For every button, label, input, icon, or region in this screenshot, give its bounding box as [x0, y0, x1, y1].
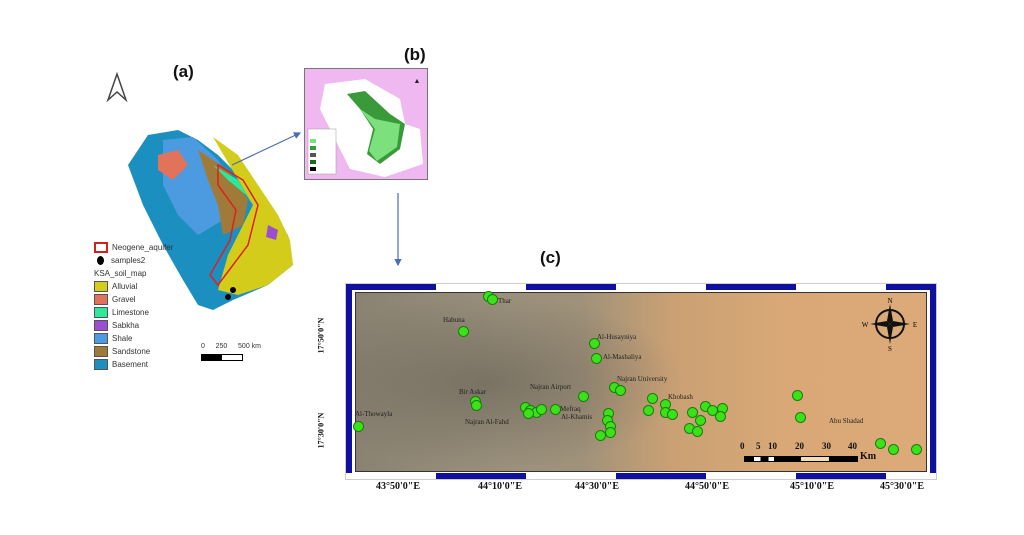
- sample-point: [589, 338, 600, 349]
- town-label: Thar: [498, 297, 512, 305]
- scale-tick: 20: [795, 441, 804, 451]
- sample-point: [911, 444, 922, 455]
- lon-tick: 45°10'0"E: [790, 481, 834, 492]
- compass-rose-icon: N S W E: [862, 297, 917, 352]
- scale-bar-a: [201, 354, 243, 361]
- legend-title: KSA_soil_map: [94, 269, 147, 278]
- sample-point: [487, 294, 498, 305]
- soil-legend: Neogene_aquifer samples2 KSA_soil_map Al…: [94, 241, 173, 371]
- legend-samples: samples2: [111, 256, 146, 265]
- legend-item: Alluvial: [94, 280, 173, 293]
- legend-item: Limestone: [94, 306, 173, 319]
- sample-point: [888, 444, 899, 455]
- sample-point: [458, 326, 469, 337]
- svg-text:N: N: [887, 297, 892, 305]
- town-label: Najran Airport: [530, 383, 572, 391]
- panel-label-c: (c): [540, 248, 561, 267]
- scale-tick: 0: [740, 441, 745, 451]
- legend-swatch: [94, 346, 108, 357]
- sample-point: [667, 409, 678, 420]
- town-label: Al-Khamis: [561, 413, 593, 421]
- legend-aquifer: Neogene_aquifer: [112, 243, 174, 252]
- legend-swatch: [94, 333, 108, 344]
- ksa-soil-map: [128, 130, 293, 310]
- town-label: Bir Askar: [459, 388, 487, 396]
- svg-text:E: E: [913, 321, 917, 329]
- legend-item: Sabkha: [94, 319, 173, 332]
- legend-swatch: [94, 307, 108, 318]
- sample-point: [536, 404, 547, 415]
- satellite-map: [355, 292, 927, 472]
- sample-point: [471, 400, 482, 411]
- legend-item: Shale: [94, 332, 173, 345]
- svg-text:S: S: [888, 345, 892, 352]
- scale-tick: 40: [848, 441, 857, 451]
- north-arrow-icon: [106, 72, 128, 102]
- sample-point: [647, 393, 658, 404]
- sample-point: [578, 391, 589, 402]
- scale-bar-c: [744, 456, 858, 462]
- sample-point: [692, 426, 703, 437]
- svg-text:W: W: [862, 321, 869, 329]
- legend-swatch: [94, 294, 108, 305]
- panel-label-a: (a): [173, 62, 194, 81]
- legend-swatch: [94, 359, 108, 370]
- sample-point: [695, 415, 706, 426]
- town-label: Al-Thowayla: [355, 410, 393, 418]
- legend-item: Gravel: [94, 293, 173, 306]
- town-label: Abu Shadad: [829, 417, 864, 425]
- town-label: Mefraq: [560, 405, 581, 413]
- town-label: Najran University: [617, 375, 668, 383]
- sample-point: [715, 411, 726, 422]
- sample-point: [605, 427, 616, 438]
- lat-tick: 17°30'0"N: [316, 412, 326, 449]
- lon-tick: 44°30'0"E: [575, 481, 619, 492]
- legend-item: Basement: [94, 358, 173, 371]
- lon-tick: 43°50'0"E: [376, 481, 420, 492]
- sample-point: [643, 405, 654, 416]
- town-label: Al-Husayniya: [597, 333, 637, 341]
- sample-point: [792, 390, 803, 401]
- lon-tick: 45°30'0"E: [880, 481, 924, 492]
- legend-item: Sandstone: [94, 345, 173, 358]
- lat-tick: 17°50'0"N: [316, 317, 326, 354]
- sample-point: [875, 438, 886, 449]
- arabia-aquifer-map: ▲: [304, 68, 428, 180]
- legend-swatch: [94, 320, 108, 331]
- lon-tick: 44°10'0"E: [478, 481, 522, 492]
- scale-tick: 30: [822, 441, 831, 451]
- town-label: Al-Mashaliya: [603, 353, 642, 361]
- sample-point: [550, 404, 561, 415]
- sample-point: [615, 385, 626, 396]
- town-label: Najran Al-Fahd: [465, 418, 509, 426]
- town-label: Khobash: [668, 393, 693, 401]
- scale-unit: Km: [860, 451, 877, 462]
- north-arrow-b-icon: ▲: [414, 77, 421, 85]
- town-label: Habuna: [443, 316, 465, 324]
- lon-tick: 44°50'0"E: [685, 481, 729, 492]
- sample-point: [523, 408, 534, 419]
- sample-marker: [230, 287, 236, 293]
- sample-point: [795, 412, 806, 423]
- sample-point: [353, 421, 364, 432]
- panel-label-b: (b): [404, 45, 426, 64]
- scale-tick: 5: [756, 441, 761, 451]
- sample-point: [591, 353, 602, 364]
- sample-point: [687, 407, 698, 418]
- scale-tick: 10: [768, 441, 777, 451]
- legend-swatch: [94, 281, 108, 292]
